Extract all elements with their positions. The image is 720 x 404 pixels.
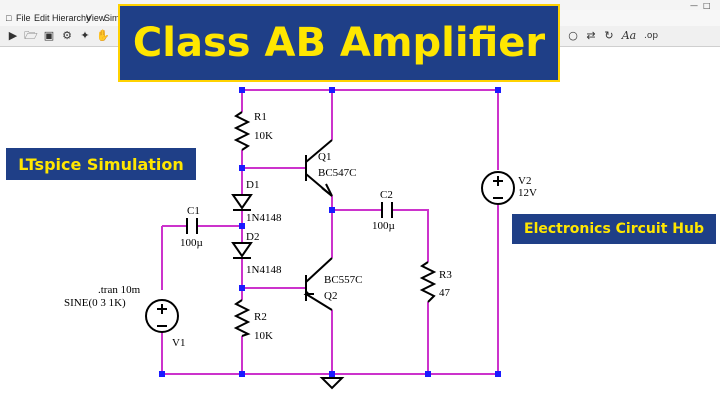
component-icon[interactable]: ○ xyxy=(568,29,578,42)
v1-source: SINE(0 3 1K) xyxy=(64,297,126,309)
r3-value: 47 xyxy=(439,287,451,299)
left-banner-text: LTspice Simulation xyxy=(18,154,184,174)
maximize-icon[interactable]: □ xyxy=(703,1,711,10)
c2-name: C2 xyxy=(380,189,393,201)
folder-icon[interactable]: 🗁 xyxy=(24,29,38,42)
rotate-icon[interactable]: ↻ xyxy=(604,29,614,42)
q2-model: BC557C xyxy=(324,274,363,286)
menu-simulate[interactable]: Sim xyxy=(104,13,120,23)
wires xyxy=(161,89,499,375)
r2-name: R2 xyxy=(254,311,267,323)
spice-directive-icon[interactable]: .op xyxy=(643,31,659,41)
q1-name: Q1 xyxy=(318,151,331,163)
v1-tran-directive: .tran 10m xyxy=(98,284,141,296)
q1-model: BC547C xyxy=(318,167,357,179)
r2-value: 10K xyxy=(254,330,273,342)
c1-name: C1 xyxy=(187,205,200,217)
c2-value: 100µ xyxy=(372,220,395,232)
r1-value: 10K xyxy=(254,130,273,142)
menu-edit[interactable]: Edit xyxy=(34,13,50,23)
r3-name: R3 xyxy=(439,269,452,281)
menu-view[interactable]: View xyxy=(86,13,106,23)
right-banner: Electronics Circuit Hub xyxy=(512,214,716,244)
menu-file[interactable]: File xyxy=(16,13,31,23)
d1-model: 1N4148 xyxy=(246,212,282,224)
v2-name: V2 xyxy=(518,175,531,187)
settings-icon[interactable]: ⚙ xyxy=(62,29,72,42)
left-banner: LTspice Simulation xyxy=(6,148,196,180)
minimize-icon[interactable]: — xyxy=(690,1,698,10)
app-menu-icon[interactable]: □ xyxy=(6,13,12,23)
text-icon[interactable]: Aa xyxy=(621,29,637,42)
v2-value: 12V xyxy=(518,187,537,199)
mirror-icon[interactable]: ⇄ xyxy=(586,29,596,42)
q2-name: Q2 xyxy=(324,290,337,302)
d2-model: 1N4148 xyxy=(246,264,282,276)
components xyxy=(145,111,515,390)
halt-icon[interactable]: ✋ xyxy=(96,29,110,42)
d1-name: D1 xyxy=(246,179,259,191)
save-icon[interactable]: ▣ xyxy=(43,29,55,42)
title-banner: Class AB Amplifier xyxy=(118,4,560,82)
d2-name: D2 xyxy=(246,231,259,243)
r1-name: R1 xyxy=(254,111,267,123)
c1-value: 100µ xyxy=(180,237,203,249)
run-icon[interactable]: ✦ xyxy=(80,29,90,42)
title-text: Class AB Amplifier xyxy=(132,20,546,66)
right-banner-text: Electronics Circuit Hub xyxy=(524,221,704,237)
open-icon[interactable]: ▶ xyxy=(8,29,18,42)
v1-name: V1 xyxy=(172,337,185,349)
junction-nodes xyxy=(159,87,501,377)
menu-hierarchy[interactable]: Hierarchy xyxy=(52,13,91,23)
